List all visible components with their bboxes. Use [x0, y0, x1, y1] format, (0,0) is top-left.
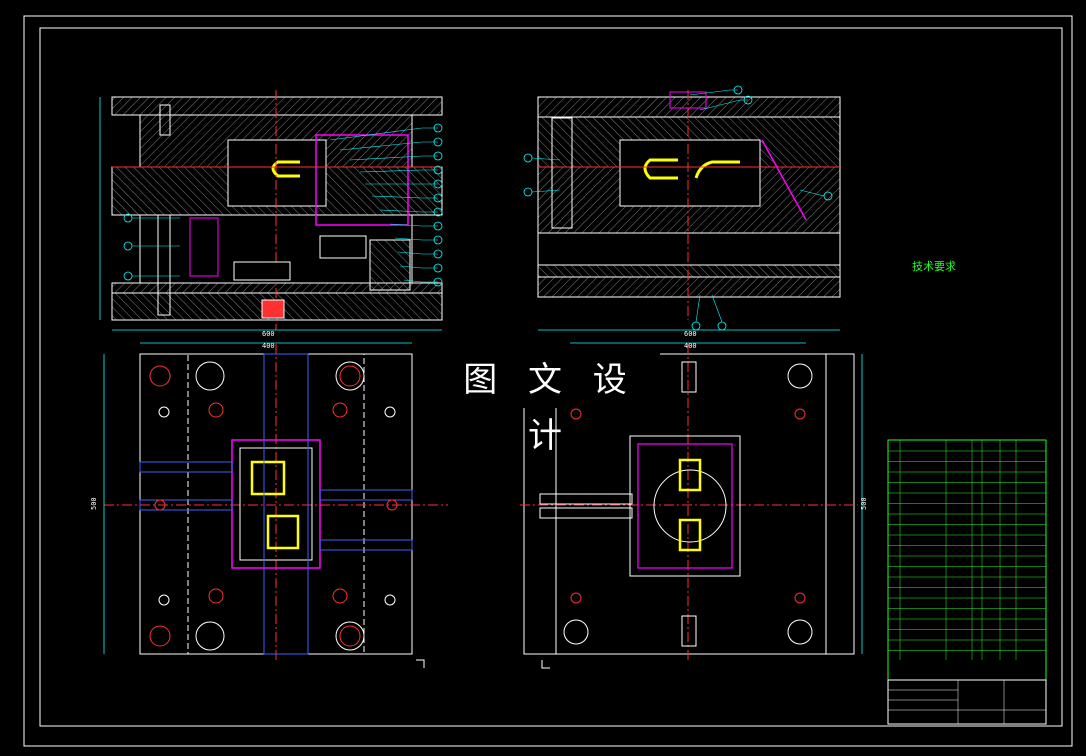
side-section-view: 600 400: [523, 85, 841, 350]
title-block: [887, 679, 1047, 725]
front-width-dim: 600: [262, 330, 275, 338]
plan-height-dim: 500: [90, 497, 98, 510]
watermark: 图 文 设 计: [440, 352, 660, 456]
technical-requirements-title: 技术要求: [912, 260, 956, 273]
side-inner-dim: 400: [684, 342, 697, 350]
side-plan-height-dim: 500: [860, 497, 868, 510]
fixed-half-plan-view: 500: [520, 344, 868, 669]
outer-frame: [23, 15, 1073, 747]
front-section-view: 600 400: [99, 90, 443, 350]
side-width-dim: 600: [684, 330, 697, 338]
technical-requirements: 技术要求: [896, 258, 1076, 288]
front-inner-dim: 400: [262, 342, 275, 350]
inner-frame: [39, 27, 1063, 727]
parts-list: [887, 439, 1047, 681]
moving-half-plan-view: 500: [90, 344, 448, 668]
